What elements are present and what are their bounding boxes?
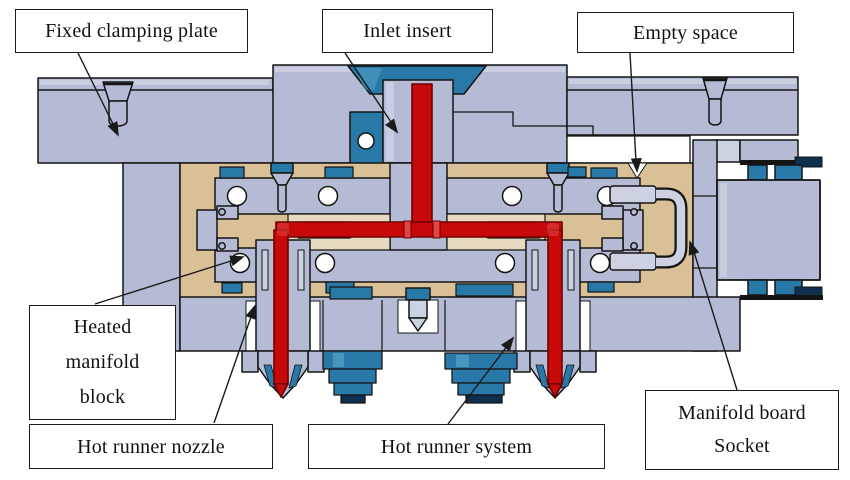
- label-text-line3: block: [79, 386, 126, 408]
- label-text-line1: Manifold board: [678, 402, 806, 424]
- nozzle-channel-left: [273, 229, 289, 385]
- manifold-end-cap-right: [601, 205, 644, 252]
- label-text: Hot runner nozzle: [77, 435, 225, 458]
- empty-space-pocket: [566, 135, 691, 164]
- label-heated-manifold-block: Heated manifold block: [29, 305, 176, 420]
- blue-cylinder-right: [444, 352, 518, 404]
- manifold-screw-left: [270, 162, 294, 213]
- label-text: Inlet insert: [363, 20, 452, 42]
- label-text-line2: Socket: [714, 435, 770, 457]
- manifold-end-cap-left: [196, 205, 239, 252]
- manifold-channel: [275, 221, 563, 238]
- melt-channel: [273, 83, 563, 398]
- right-socket-block: [716, 156, 823, 300]
- clamping-screw-right: [702, 77, 728, 126]
- socket-connector-top: [609, 185, 657, 204]
- label-text: Fixed clamping plate: [45, 20, 218, 42]
- socket-u-tube: [656, 189, 686, 267]
- label-text: Hot runner system: [380, 435, 533, 458]
- label-text: Empty space: [633, 21, 738, 44]
- label-text-line1: Heated: [73, 316, 132, 338]
- label-inlet-insert: Inlet insert: [322, 9, 493, 53]
- socket-connector-bottom: [609, 252, 657, 271]
- label-hot-runner-nozzle: Hot runner nozzle: [29, 424, 273, 469]
- label-manifold-board-socket: Manifold board Socket: [645, 390, 839, 470]
- top-right-plate: [566, 76, 799, 136]
- center-support-pin: [397, 287, 439, 334]
- nozzle-channel-right: [547, 229, 563, 385]
- blue-cylinder-left: [322, 350, 383, 404]
- label-hot-runner-system: Hot runner system: [308, 424, 605, 469]
- clamping-screw-left: [102, 81, 134, 127]
- leader-lines: [77, 52, 738, 425]
- manifold-board-block: [716, 179, 821, 281]
- label-text-line2: manifold: [65, 351, 140, 373]
- label-fixed-clamping-plate: Fixed clamping plate: [15, 9, 248, 53]
- inlet-channel: [411, 83, 433, 231]
- label-empty-space: Empty space: [577, 12, 794, 53]
